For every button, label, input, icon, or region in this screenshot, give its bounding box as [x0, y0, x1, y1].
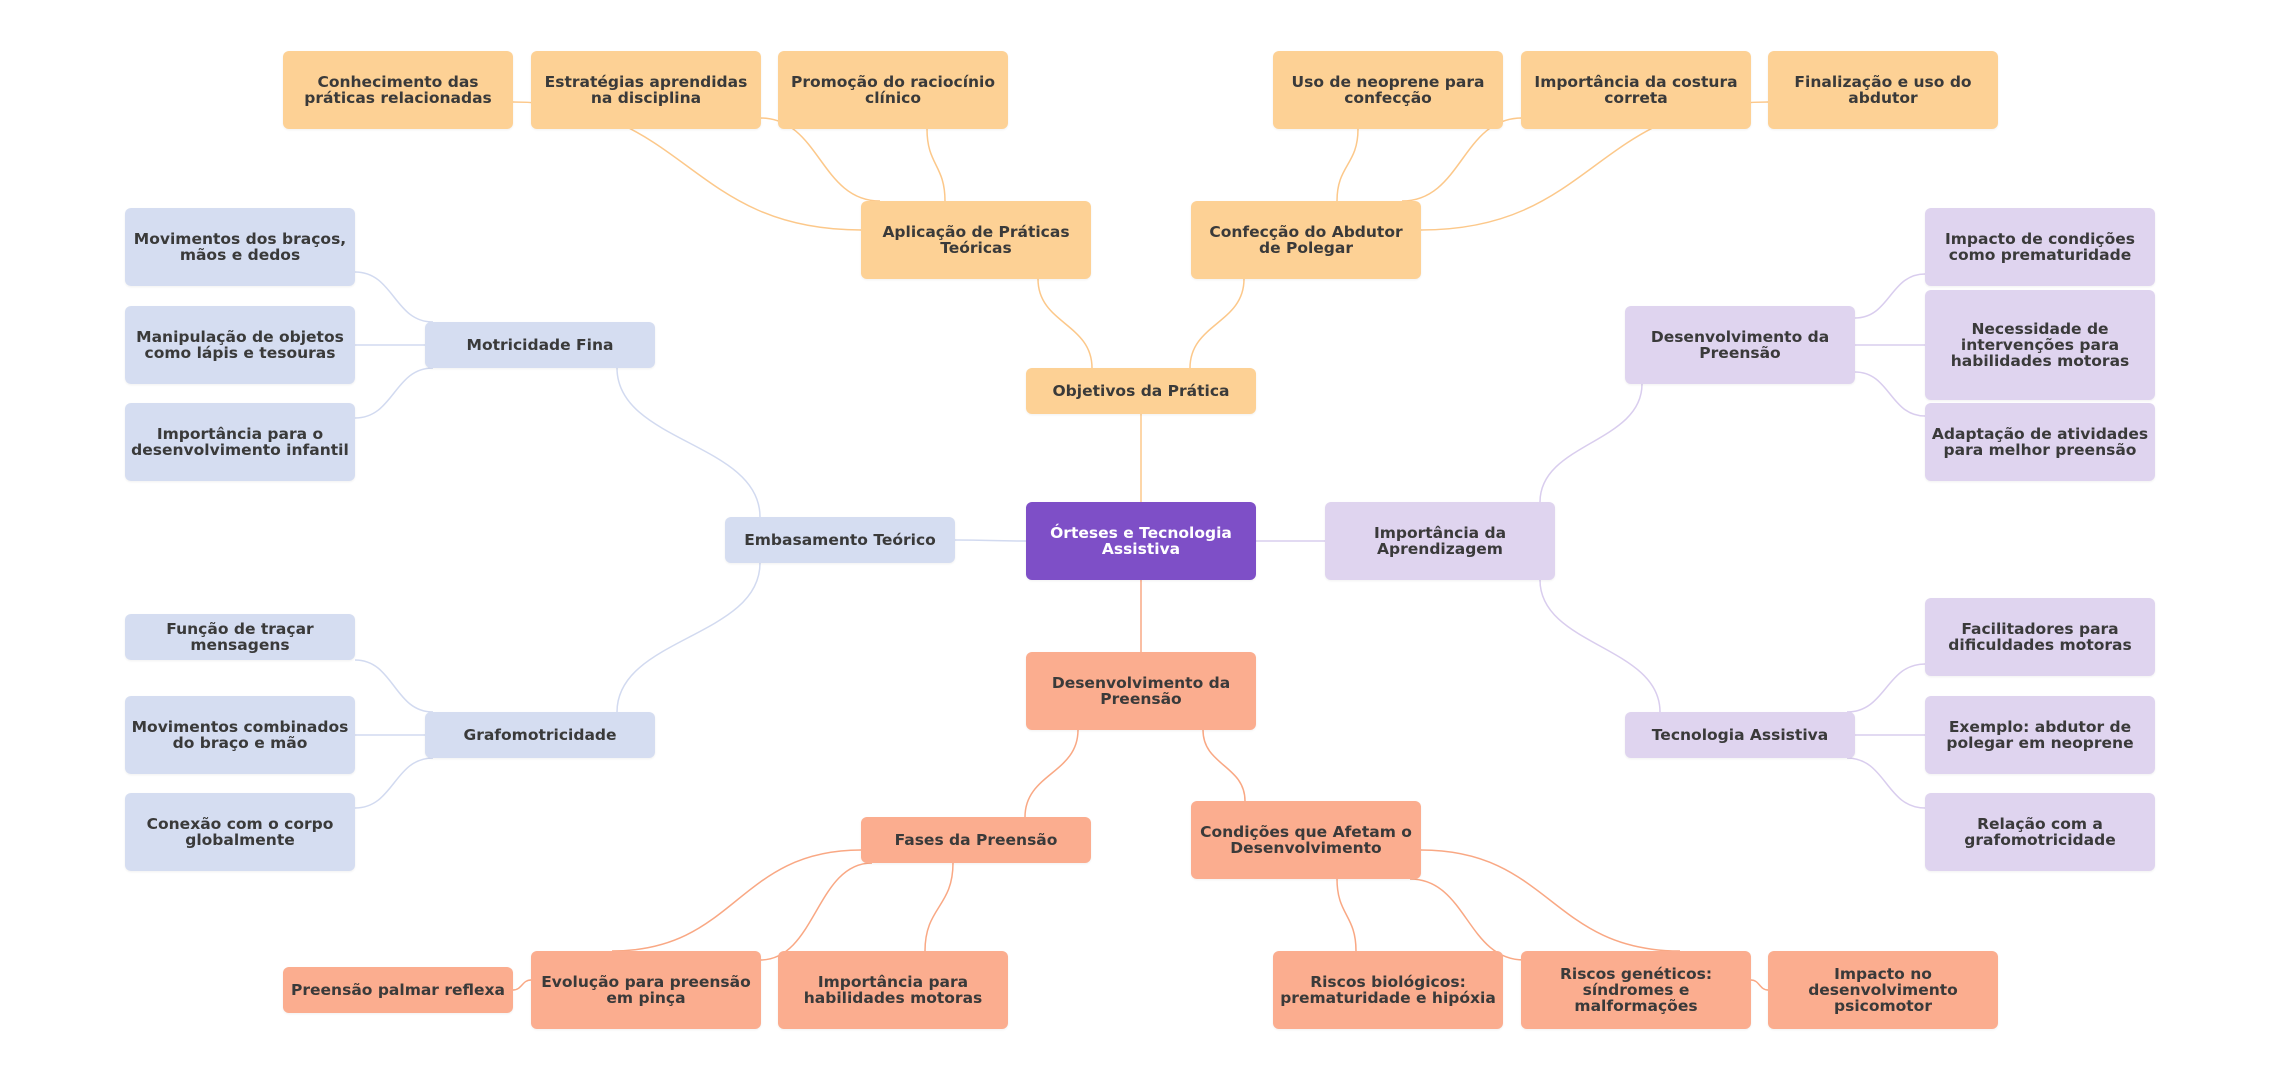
edge-objetivos-aplicacao — [1037, 278, 1093, 369]
edge-confeccao-neoprene — [1336, 128, 1359, 202]
edge-aprendizagem-desenvolvimento — [1539, 383, 1643, 503]
edge-grafo-conexao — [354, 757, 434, 809]
node-neoprene[interactable]: Uso de neoprene para confecção — [1273, 51, 1503, 129]
node-movimentos-combinados[interactable]: Movimentos combinados do braço e mão — [125, 696, 355, 774]
edge-fases-evolucao-curve — [611, 849, 862, 952]
node-importancia-infantil[interactable]: Importância para o desenvolvimento infan… — [125, 403, 355, 481]
edge-fases-evolucao — [759, 862, 873, 961]
node-finalizacao[interactable]: Finalização e uso do abdutor — [1768, 51, 1998, 129]
edge-geneticos-impacto — [1750, 979, 1769, 991]
edge-desenv-impacto — [1854, 273, 1926, 319]
edge-aplicacao-estrategias — [759, 117, 881, 202]
node-importancia-habilidades[interactable]: Importância para habilidades motoras — [778, 951, 1008, 1029]
node-aplicacao[interactable]: Aplicação de Práticas Teóricas — [861, 201, 1091, 279]
edge-motricidade-importancia — [354, 367, 434, 419]
node-aprendizagem[interactable]: Importância da Aprendizagem — [1325, 502, 1555, 580]
node-desenvolvimento-preensao-sub[interactable]: Desenvolvimento da Preensão — [1625, 306, 1855, 384]
edge-preensao-fases — [1024, 729, 1079, 818]
node-objetivos[interactable]: Objetivos da Prática — [1026, 368, 1256, 414]
edge-desenv-adaptacao — [1854, 371, 1926, 417]
node-riscos-biologicos[interactable]: Riscos biológicos: prematuridade e hipóx… — [1273, 951, 1503, 1029]
node-facilitadores[interactable]: Facilitadores para dificuldades motoras — [1925, 598, 2155, 676]
node-necessidade-intervencoes[interactable]: Necessidade de intervenções para habilid… — [1925, 290, 2155, 400]
node-conhecimento[interactable]: Conhecimento das práticas relacionadas — [283, 51, 513, 129]
node-confeccao[interactable]: Confecção do Abdutor de Polegar — [1191, 201, 1421, 279]
node-embasamento[interactable]: Embasamento Teórico — [725, 517, 955, 563]
edge-objetivos-confeccao — [1189, 278, 1245, 369]
node-fases[interactable]: Fases da Preensão — [861, 817, 1091, 863]
node-adaptacao[interactable]: Adaptação de atividades para melhor pree… — [1925, 403, 2155, 481]
node-movimentos-bracos[interactable]: Movimentos dos braços, mãos e dedos — [125, 208, 355, 286]
edge-tecnologia-facilitadores — [1846, 663, 1926, 713]
node-promocao[interactable]: Promoção do raciocínio clínico — [778, 51, 1008, 129]
edge-root-embasamento — [954, 539, 1027, 542]
edge-embasamento-motricidade — [616, 367, 761, 518]
node-riscos-geneticos[interactable]: Riscos genéticos: síndromes e malformaçõ… — [1521, 951, 1751, 1029]
node-relacao-grafo[interactable]: Relação com a grafomotricidade — [1925, 793, 2155, 871]
node-funcao-tracar[interactable]: Função de traçar mensagens — [125, 614, 355, 660]
edge-aprendizagem-tecnologia — [1539, 579, 1661, 713]
edge-aplicacao-promocao — [926, 128, 946, 202]
node-impacto-condicoes[interactable]: Impacto de condições como prematuridade — [1925, 208, 2155, 286]
node-desenvolvimento-preensao[interactable]: Desenvolvimento da Preensão — [1026, 652, 1256, 730]
edge-motricidade-bracos — [354, 271, 434, 323]
root-node[interactable]: Órteses e Tecnologia Assistiva — [1026, 502, 1256, 580]
node-costura[interactable]: Importância da costura correta — [1521, 51, 1751, 129]
edge-embasamento-grafo — [616, 562, 761, 713]
node-grafomotricidade[interactable]: Grafomotricidade — [425, 712, 655, 758]
node-manipulacao[interactable]: Manipulação de objetos como lápis e teso… — [125, 306, 355, 384]
edge-condicoes-geneticos — [1409, 878, 1525, 961]
node-conexao-corpo[interactable]: Conexão com o corpo globalmente — [125, 793, 355, 871]
node-exemplo-abdutor[interactable]: Exemplo: abdutor de polegar em neoprene — [1925, 696, 2155, 774]
node-palmar[interactable]: Preensão palmar reflexa — [283, 967, 513, 1013]
node-tecnologia[interactable]: Tecnologia Assistiva — [1625, 712, 1855, 758]
node-estrategias[interactable]: Estratégias aprendidas na disciplina — [531, 51, 761, 129]
edge-confeccao-costura — [1401, 117, 1523, 202]
edge-condicoes-impacto — [1420, 849, 1681, 952]
edge-grafo-funcao — [354, 659, 434, 713]
node-evolucao[interactable]: Evolução para preensão em pinça — [531, 951, 761, 1029]
edge-fases-importancia — [924, 862, 954, 952]
edge-condicoes-biologicos — [1336, 878, 1357, 952]
node-impacto-psicomotor[interactable]: Impacto no desenvolvimento psicomotor — [1768, 951, 1998, 1029]
node-condicoes[interactable]: Condições que Afetam o Desenvolvimento — [1191, 801, 1421, 879]
node-motricidade[interactable]: Motricidade Fina — [425, 322, 655, 368]
edge-tecnologia-relacao — [1846, 757, 1926, 809]
edge-preensao-condicoes — [1202, 729, 1246, 802]
edge-evolucao-palmar — [512, 979, 532, 991]
